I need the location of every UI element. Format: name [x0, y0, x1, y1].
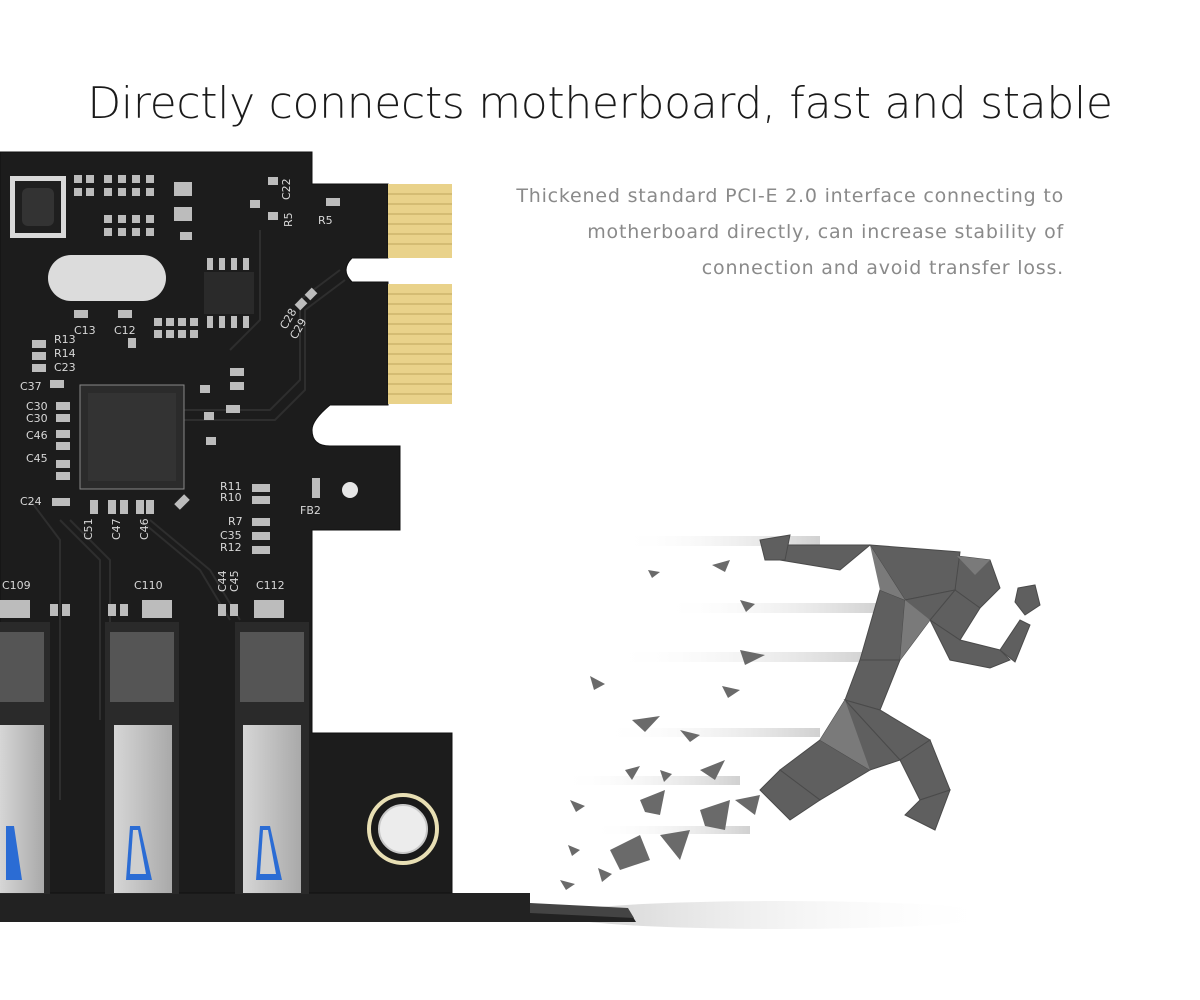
headline: Directly connects motherboard, fast and … — [87, 78, 1113, 129]
gold-contacts — [388, 184, 452, 404]
board-label: C30 — [26, 412, 48, 425]
board-label: C30 — [26, 400, 48, 413]
board-label: C12 — [114, 324, 136, 337]
board-label: C37 — [20, 380, 42, 393]
board-label: C13 — [74, 324, 96, 337]
description-line-2: motherboard directly, can increase stabi… — [587, 221, 1064, 243]
board-label: C45 — [228, 570, 241, 592]
board-label: R10 — [220, 491, 242, 504]
board-label: C45 — [26, 452, 48, 465]
description: Thickened standard PCI-E 2.0 interface c… — [464, 178, 1064, 286]
board-label: R13 — [54, 333, 76, 346]
board-label: R12 — [220, 541, 242, 554]
board-label: C47 — [110, 518, 123, 540]
board-label: C23 — [54, 361, 76, 374]
board-label: C51 — [82, 518, 95, 540]
board-label: C110 — [134, 579, 163, 592]
board-label: R5 — [282, 212, 295, 227]
board-label: C24 — [20, 495, 42, 508]
usb-port-icon — [235, 622, 309, 894]
board-label: C46 — [138, 518, 151, 540]
board-label: C46 — [26, 429, 48, 442]
board-label: FB2 — [300, 504, 321, 517]
board-label: R7 — [228, 515, 243, 528]
description-line-3: connection and avoid transfer loss. — [701, 257, 1064, 279]
board-label: C22 — [280, 178, 293, 200]
board-label: R11 — [220, 480, 242, 493]
usb-port-icon — [0, 622, 50, 894]
board-label: C44 — [216, 570, 229, 592]
board-label: R14 — [54, 347, 76, 360]
board-label: R5 — [318, 214, 333, 227]
board-label: C35 — [220, 529, 242, 542]
board-label: C109 — [2, 579, 31, 592]
usb-port-icon — [105, 622, 179, 894]
board-label: C112 — [256, 579, 285, 592]
description-line-1: Thickened standard PCI-E 2.0 interface c… — [516, 185, 1064, 207]
